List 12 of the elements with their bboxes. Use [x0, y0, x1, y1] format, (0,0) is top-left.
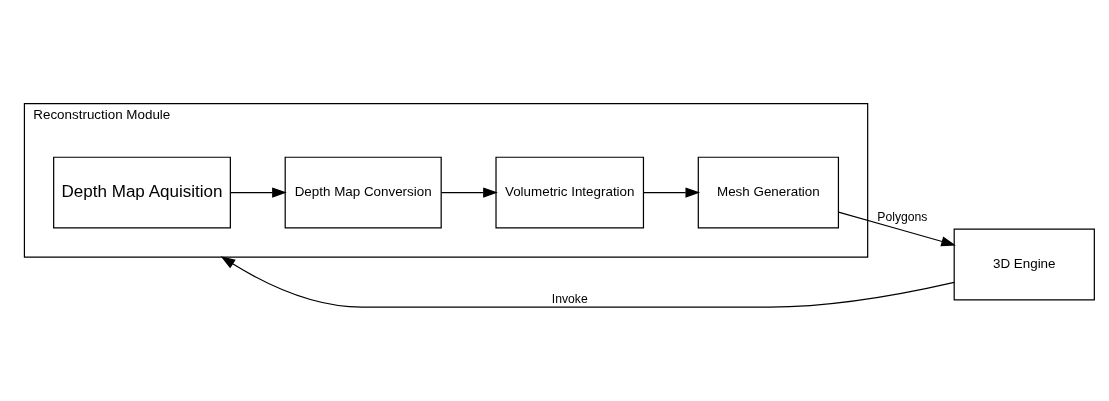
edge-label: Invoke: [551, 292, 588, 307]
node-box: Mesh Generation: [697, 156, 840, 229]
arrow: [837, 211, 956, 247]
arrow: [220, 256, 955, 308]
arrow: [643, 187, 701, 198]
arrow: [230, 187, 287, 198]
node-box: Depth Map Conversion: [284, 156, 442, 229]
node-box: Depth Map Aquisition: [53, 156, 231, 229]
node-box: 3D Engine: [953, 228, 1095, 301]
edge-label: Polygons: [877, 209, 928, 224]
node-box: Volumetric Integration: [495, 156, 645, 229]
arrow: [440, 187, 498, 198]
